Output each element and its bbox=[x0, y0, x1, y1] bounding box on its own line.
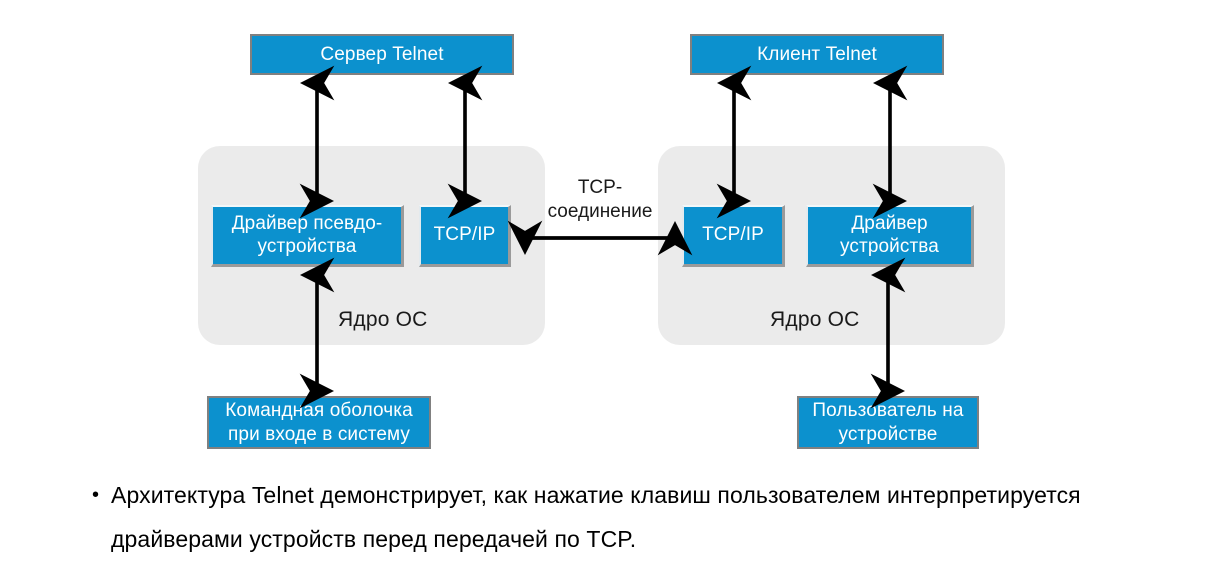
box-tcpip-right[interactable]: TCP/IP bbox=[682, 205, 785, 267]
caption-bullet-icon: • bbox=[92, 484, 100, 506]
caption: • Архитектура Telnet демонстрирует, как … bbox=[92, 473, 1142, 561]
box-tcpip-left[interactable]: TCP/IP bbox=[419, 205, 511, 267]
tcp-connection-label: TCP- соединение bbox=[547, 177, 653, 222]
box-telnet-client[interactable]: Клиент Telnet bbox=[690, 34, 944, 75]
box-pseudo-device-driver[interactable]: Драйвер псевдо-устройства bbox=[211, 205, 404, 267]
arrow-device-driver-to-user bbox=[870, 257, 906, 409]
arrow-client-to-device-driver bbox=[872, 65, 908, 219]
caption-text: Архитектура Telnet демонстрирует, как на… bbox=[111, 482, 1081, 552]
box-login-shell[interactable]: Командная оболочка при входе в систему bbox=[207, 396, 431, 449]
box-device-driver[interactable]: Драйвер устройства bbox=[806, 205, 974, 267]
box-telnet-server[interactable]: Сервер Telnet bbox=[250, 34, 514, 75]
arrow-server-to-pseudo-driver bbox=[299, 65, 335, 219]
box-user-on-device[interactable]: Пользователь на устройстве bbox=[797, 396, 979, 449]
kernel-label-left: Ядро ОС bbox=[338, 308, 428, 331]
arrow-pseudo-driver-to-login-shell bbox=[299, 257, 335, 409]
kernel-label-right: Ядро ОС bbox=[770, 308, 860, 331]
arrow-tcp-connection bbox=[507, 220, 693, 256]
arrow-server-to-tcpip-left bbox=[447, 65, 483, 219]
arrow-client-to-tcpip-right bbox=[716, 65, 752, 219]
